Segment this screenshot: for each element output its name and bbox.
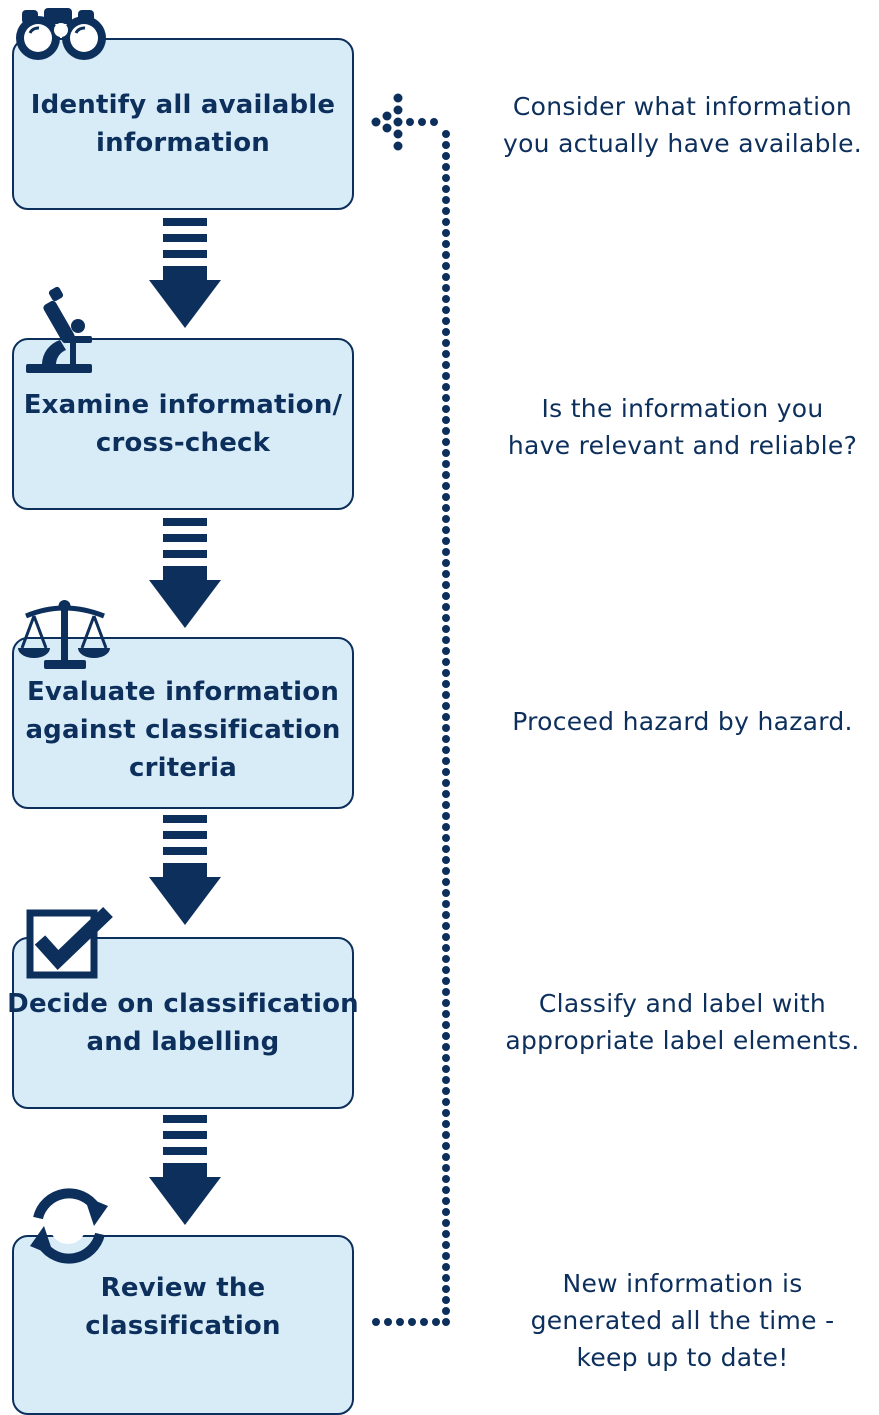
step-text: against classification <box>25 715 341 745</box>
checkbox-icon <box>26 906 113 979</box>
step-text: classification <box>85 1311 281 1341</box>
step-box-review: Review the classification <box>12 1235 354 1415</box>
step-text: criteria <box>128 753 238 783</box>
feedback-loop-dotted-line <box>371 93 450 1326</box>
note-text: keep up to date! <box>576 1343 789 1372</box>
step-text: and labelling <box>86 1027 280 1057</box>
note-text: Classify and label with <box>538 989 827 1018</box>
down-arrow-icon <box>149 218 221 328</box>
step-box-examine: Examine information/ cross-check <box>12 338 354 510</box>
step-box-evaluate: Evaluate information against classificat… <box>12 637 354 809</box>
step-text: cross-check <box>95 428 271 458</box>
note-text: generated all the time - <box>530 1306 835 1335</box>
note-new-information: New information is generated all the tim… <box>490 1265 875 1376</box>
note-classify: Classify and label with appropriate labe… <box>490 985 875 1059</box>
down-arrow-icon <box>149 1115 221 1225</box>
step-box-identify: Identify all available information <box>12 38 354 210</box>
note-text: you actually have available. <box>502 129 863 158</box>
down-arrow-icon <box>149 518 221 628</box>
step-text: Examine information/ <box>23 390 343 420</box>
step-text: Review the <box>100 1273 266 1303</box>
note-text: New information is <box>562 1269 803 1298</box>
note-proceed: Proceed hazard by hazard. <box>490 703 875 740</box>
refresh-cycle-icon <box>30 1188 108 1264</box>
step-text: information <box>96 128 270 158</box>
note-text: Consider what information <box>512 92 853 121</box>
binoculars-icon <box>16 8 106 60</box>
down-arrow-icon <box>149 815 221 925</box>
note-text: appropriate label elements. <box>505 1026 860 1055</box>
step-box-decide: Decide on classification and labelling <box>7 937 359 1109</box>
note-relevant: Is the information you have relevant and… <box>490 390 875 464</box>
note-text: Proceed hazard by hazard. <box>512 707 853 736</box>
microscope-icon <box>26 286 92 373</box>
step-text: Identify all available <box>30 90 336 120</box>
note-text: have relevant and reliable? <box>507 431 858 460</box>
balance-scale-icon <box>18 600 110 669</box>
step-text: Decide on classification <box>7 989 359 1019</box>
note-consider: Consider what information you actually h… <box>490 88 875 162</box>
step-text: Evaluate information <box>26 677 340 707</box>
note-text: Is the information you <box>541 394 824 423</box>
